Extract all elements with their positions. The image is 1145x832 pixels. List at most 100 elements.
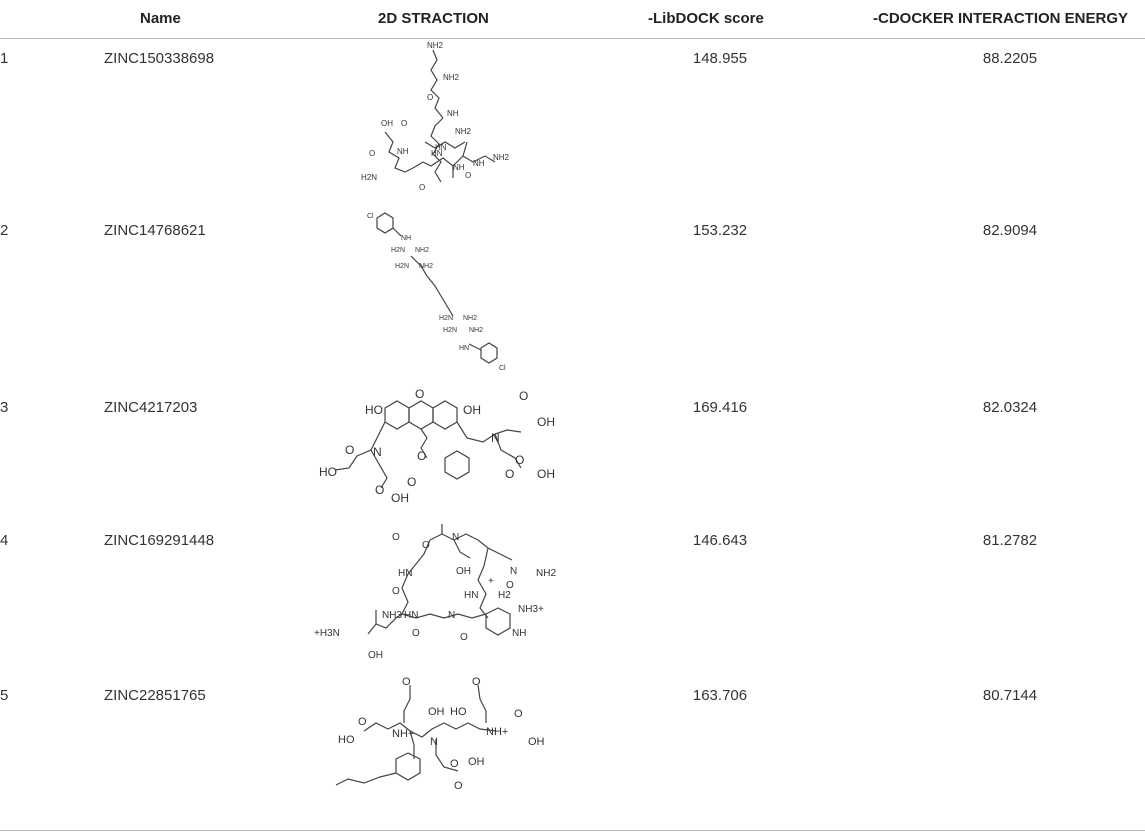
- svg-text:NH2: NH2: [493, 153, 510, 162]
- compound-name: ZINC14768621: [104, 222, 206, 239]
- cdocker-energy: 80.7144: [982, 687, 1038, 704]
- svg-text:OH: OH: [381, 119, 393, 128]
- header-cdocker: -CDOCKER INTERACTION ENERGY: [873, 10, 1129, 27]
- header-structure: 2D STRACTION: [378, 10, 489, 27]
- svg-text:NH: NH: [473, 159, 485, 168]
- svg-text:H2N: H2N: [443, 327, 457, 334]
- svg-text:O: O: [514, 708, 523, 720]
- svg-text:NH2: NH2: [427, 41, 444, 50]
- compound-name: ZINC4217203: [104, 399, 198, 416]
- svg-text:N: N: [448, 610, 455, 621]
- svg-text:HO: HO: [319, 465, 337, 479]
- svg-text:NH: NH: [401, 235, 411, 242]
- svg-text:O: O: [415, 387, 424, 401]
- svg-text:O: O: [369, 149, 375, 158]
- svg-text:O: O: [472, 676, 481, 688]
- svg-text:O: O: [419, 183, 425, 192]
- compound-name: ZINC169291448: [104, 532, 215, 549]
- bottom-rule: [0, 830, 1145, 831]
- svg-text:OH: OH: [391, 491, 409, 505]
- svg-text:NH: NH: [453, 163, 465, 172]
- structure-image: O OH HO O O HO NH+ N NH+ O OH O OH O: [335, 676, 545, 792]
- svg-text:NH: NH: [397, 147, 409, 156]
- svg-text:O: O: [401, 119, 407, 128]
- svg-text:NH2: NH2: [536, 568, 556, 579]
- cdocker-energy: 82.0324: [982, 399, 1038, 416]
- structure-image: NH2 NH2 NH HN OH NH2 HN NH2 NH H2N NH NH…: [361, 41, 510, 192]
- svg-text:H2N: H2N: [361, 173, 377, 182]
- header-libdock: -LibDOCK score: [648, 10, 764, 27]
- svg-text:H2N: H2N: [439, 315, 453, 322]
- svg-text:H2N: H2N: [391, 247, 405, 254]
- row-index: 3: [0, 399, 9, 416]
- svg-text:NH2: NH2: [469, 327, 483, 334]
- svg-text:OH: OH: [368, 650, 383, 661]
- svg-text:OH: OH: [537, 467, 555, 481]
- svg-text:O: O: [392, 586, 400, 597]
- svg-text:H2: H2: [498, 590, 511, 601]
- svg-text:O: O: [402, 676, 411, 688]
- header-name: Name: [140, 10, 181, 27]
- svg-text:NH+: NH+: [486, 726, 508, 738]
- svg-text:HN: HN: [464, 590, 478, 601]
- svg-text:O: O: [392, 532, 400, 543]
- cdocker-energy: 88.2205: [982, 50, 1038, 67]
- svg-text:O: O: [345, 443, 354, 457]
- svg-text:NH2: NH2: [443, 73, 460, 82]
- svg-text:NH3+: NH3+: [518, 604, 544, 615]
- svg-text:NH+: NH+: [392, 728, 414, 740]
- svg-text:NH2: NH2: [415, 247, 429, 254]
- svg-text:+: +: [488, 576, 494, 587]
- svg-text:NH2: NH2: [463, 315, 477, 322]
- svg-text:O: O: [454, 780, 463, 792]
- svg-text:N: N: [430, 736, 438, 748]
- svg-text:O: O: [422, 540, 430, 551]
- svg-text:O: O: [427, 93, 433, 102]
- row-index: 5: [0, 687, 9, 704]
- svg-text:OH: OH: [468, 756, 485, 768]
- cdocker-energy: 82.9094: [982, 222, 1038, 239]
- row-spacer: [0, 203, 1145, 204]
- svg-text:N: N: [452, 532, 459, 543]
- row-index: 1: [0, 50, 9, 67]
- compound-name: ZINC150338698: [104, 50, 215, 67]
- svg-text:NH2: NH2: [419, 263, 433, 270]
- svg-text:O: O: [358, 716, 367, 728]
- svg-text:OH: OH: [463, 403, 481, 417]
- svg-text:O: O: [450, 758, 459, 770]
- svg-text:HN: HN: [435, 143, 447, 152]
- svg-text:O: O: [407, 475, 416, 489]
- structure-image: O O N HN OH N NH2 O + HN H2 O NH3+ NH3 H…: [314, 524, 556, 661]
- svg-text:O: O: [506, 580, 514, 591]
- svg-text:Cl: Cl: [367, 213, 374, 220]
- svg-text:HO: HO: [338, 734, 355, 746]
- svg-text:HO: HO: [450, 706, 467, 718]
- cdocker-energy: 81.2782: [982, 532, 1038, 549]
- svg-text:HO: HO: [365, 403, 383, 417]
- svg-text:NH: NH: [512, 628, 526, 639]
- libdock-score: 169.416: [692, 399, 748, 416]
- svg-text:OH: OH: [428, 706, 445, 718]
- svg-text:Cl: Cl: [499, 365, 506, 372]
- libdock-score: 163.706: [692, 687, 748, 704]
- svg-text:O: O: [519, 389, 528, 403]
- libdock-score: 146.643: [692, 532, 748, 549]
- svg-text:OH: OH: [528, 736, 545, 748]
- structure-image: HO O OH O OH N N O HO O O O OH O OH O: [319, 387, 555, 505]
- libdock-score: 148.955: [692, 50, 748, 67]
- compound-name: ZINC22851765: [104, 687, 206, 704]
- row-index: 2: [0, 222, 9, 239]
- svg-text:NH: NH: [447, 109, 459, 118]
- svg-text:O: O: [417, 449, 426, 463]
- row-index: 4: [0, 532, 9, 549]
- svg-text:OH: OH: [456, 566, 471, 577]
- svg-text:O: O: [515, 453, 524, 467]
- header-rule: [0, 38, 1145, 39]
- structure-image: Cl NH H2N NH2 H2N NH2 H2N NH2 H2N NH2 HN…: [367, 212, 506, 372]
- svg-text:H2N: H2N: [395, 263, 409, 270]
- svg-text:O: O: [465, 171, 471, 180]
- svg-text:OH: OH: [537, 415, 555, 429]
- svg-text:O: O: [375, 483, 384, 497]
- svg-text:HN: HN: [459, 345, 469, 352]
- svg-text:+H3N: +H3N: [314, 628, 340, 639]
